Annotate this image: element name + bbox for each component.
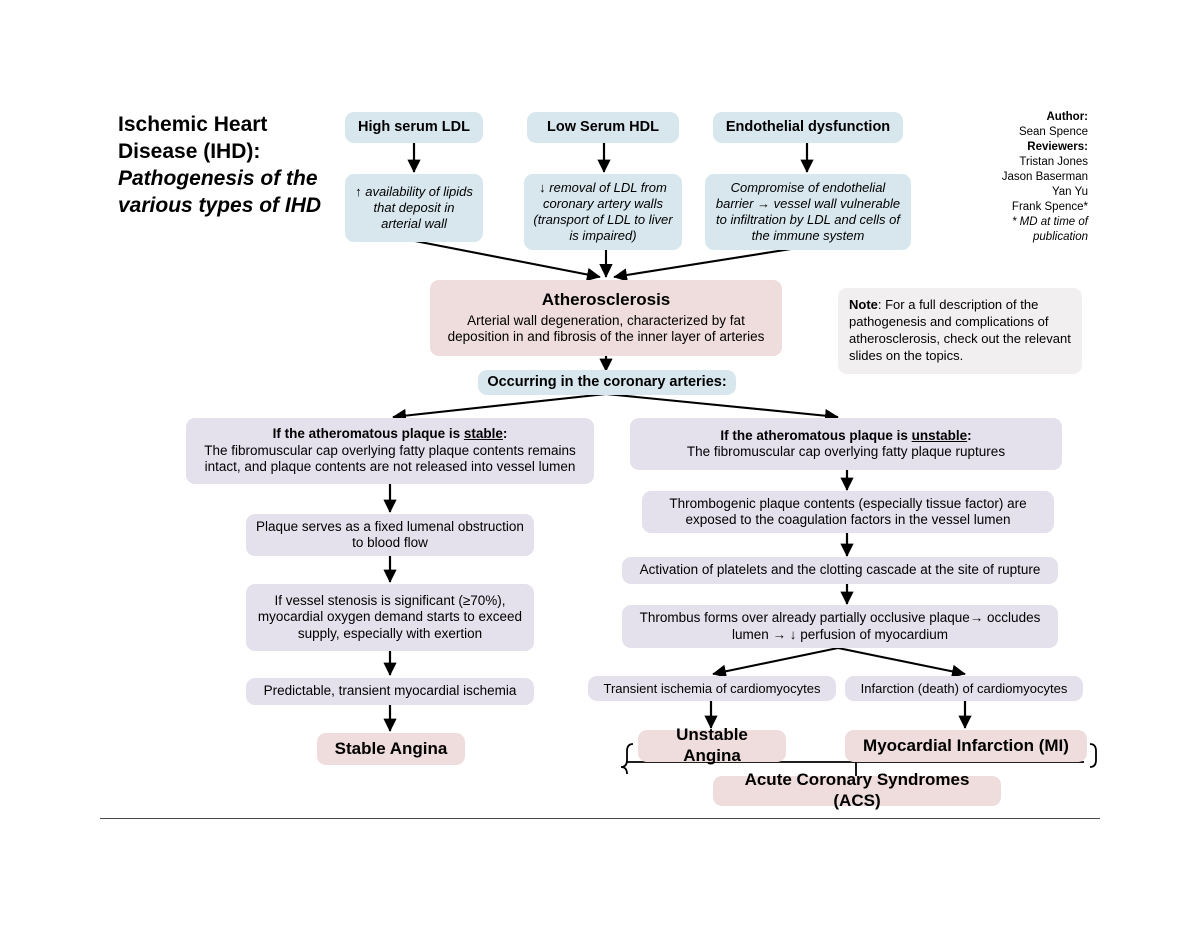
title-line-1: Ischemic Heart [118, 113, 268, 136]
node-low-serum-hdl: Low Serum HDL [527, 112, 679, 143]
node-label: Compromise of endothelial barrier → vess… [715, 180, 901, 243]
node-label: Predictable, transient myocardial ischem… [263, 683, 517, 699]
title-subtitle-1: Pathogenesis of the [118, 166, 318, 190]
node-hdl-detail: ↓ removal of LDL from coronary artery wa… [524, 174, 682, 250]
node-atherosclerosis: Atherosclerosis Arterial wall degenerati… [430, 280, 782, 356]
node-stable-condition: If the atheromatous plaque is stable: Th… [186, 418, 594, 484]
page-title: Ischemic Heart Disease (IHD): Pathogenes… [118, 112, 348, 220]
reviewer-4: Frank Spence* [1011, 200, 1088, 213]
node-endothelial-dysfunction: Endothelial dysfunction [713, 112, 903, 143]
node-stable-step-1: Plaque serves as a fixed lumenal obstruc… [246, 514, 534, 556]
author-label: Author: [1046, 111, 1088, 123]
arrow-unstable-split-left [712, 646, 839, 678]
note-text: : For a full description of the pathogen… [849, 297, 1071, 363]
arrow-coronary-to-stable [392, 392, 607, 423]
stable-condition-keyword: stable [463, 426, 503, 442]
node-label: Thrombus forms over already partially oc… [639, 610, 1041, 642]
title-line-2: Disease (IHD): [118, 139, 261, 163]
node-label: Stable Angina [334, 738, 448, 758]
note-box: Note: For a full description of the path… [838, 288, 1082, 374]
acs-bracket [620, 743, 634, 775]
node-label: Thrombogenic plaque contents (especially… [669, 495, 1027, 527]
arrow-unstable-split-right [837, 646, 966, 678]
node-label: Acute Coronary Syndromes (ACS) [744, 770, 970, 810]
reviewers-label: Reviewers: [1027, 140, 1088, 153]
node-label: ↓ removal of LDL from coronary artery wa… [533, 180, 673, 243]
unstable-condition-colon: : [967, 427, 972, 443]
unstable-condition-prefix: If the atheromatous plaque is [720, 427, 912, 443]
reviewer-2: Jason Baserman [1001, 170, 1088, 183]
node-ldl-detail: ↑ availability of lipids that deposit in… [345, 174, 483, 242]
node-label: Plaque serves as a fixed lumenal obstruc… [256, 518, 524, 550]
node-unstable-angina: Unstable Angina [638, 725, 786, 765]
node-label: Endothelial dysfunction [725, 118, 891, 135]
node-high-serum-ldl: High serum LDL [345, 112, 483, 143]
node-label: Myocardial Infarction (MI) [863, 735, 1069, 755]
atherosclerosis-title: Atherosclerosis [541, 290, 671, 310]
node-label: If vessel stenosis is significant (≥70%)… [257, 592, 523, 641]
node-coronary-banner: Occurring in the coronary arteries: [478, 370, 736, 395]
node-transient-ischemia: Transient ischemia of cardiomyocytes [588, 676, 836, 701]
node-unstable-condition: If the atheromatous plaque is unstable: … [630, 418, 1062, 470]
footer-divider [100, 818, 1100, 819]
node-label: High serum LDL [358, 118, 470, 135]
title-subtitle-2: various types of IHD [118, 193, 322, 217]
node-label: Low Serum HDL [547, 118, 659, 135]
node-unstable-step-2: Activation of platelets and the clotting… [622, 557, 1058, 584]
node-label: Occurring in the coronary arteries: [487, 373, 727, 390]
arrow-coronary-to-unstable [605, 392, 839, 423]
stable-condition-headline: If the atheromatous plaque is stable: [273, 426, 508, 442]
stable-condition-detail: The fibromuscular cap overlying fatty pl… [204, 442, 576, 475]
node-endothelial-detail: Compromise of endothelial barrier → vess… [705, 174, 911, 250]
node-myocardial-infarction: Myocardial Infarction (MI) [845, 730, 1087, 762]
unstable-condition-keyword: unstable [911, 427, 968, 443]
node-unstable-step-1: Thrombogenic plaque contents (especially… [642, 491, 1054, 533]
node-label: Infarction (death) of cardiomyocytes [860, 680, 1068, 696]
credits-block: Author: Sean Spence Reviewers: Tristan J… [960, 110, 1088, 244]
acs-bracket-right [1089, 743, 1097, 768]
unstable-condition-detail: The fibromuscular cap overlying fatty pl… [686, 444, 1006, 459]
unstable-condition-headline: If the atheromatous plaque is unstable: [720, 428, 971, 444]
credits-footnote: * MD at time of publication [1011, 215, 1088, 243]
node-unstable-step-3: Thrombus forms over already partially oc… [622, 605, 1058, 648]
reviewer-3: Yan Yu [1051, 185, 1088, 198]
node-label: Unstable Angina [676, 725, 748, 765]
arrow-endo-to-athero [613, 244, 811, 282]
author-name: Sean Spence [1018, 125, 1088, 138]
node-infarction: Infarction (death) of cardiomyocytes [845, 676, 1083, 701]
reviewer-1: Tristan Jones [1019, 155, 1088, 168]
note-label: Note [849, 297, 878, 312]
node-label: Transient ischemia of cardiomyocytes [603, 680, 821, 696]
node-label: Activation of platelets and the clotting… [639, 562, 1041, 578]
stable-condition-prefix: If the atheromatous plaque is [272, 426, 464, 442]
node-stable-step-2: If vessel stenosis is significant (≥70%)… [246, 584, 534, 651]
node-label: ↑ availability of lipids that deposit in… [355, 184, 473, 231]
atherosclerosis-description: Arterial wall degeneration, characterize… [447, 312, 765, 345]
stable-condition-colon: : [502, 426, 508, 442]
node-acute-coronary-syndromes: Acute Coronary Syndromes (ACS) [713, 770, 1001, 810]
node-stable-step-3: Predictable, transient myocardial ischem… [246, 678, 534, 705]
node-stable-angina: Stable Angina [317, 733, 465, 765]
